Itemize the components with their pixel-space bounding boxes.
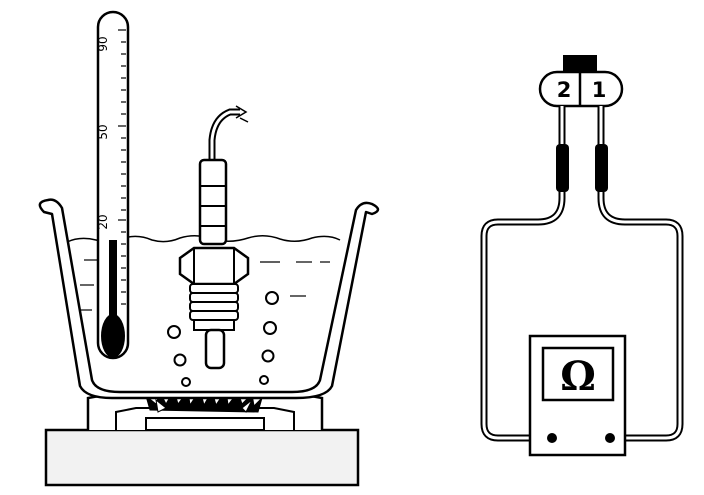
connector-latch	[563, 55, 597, 73]
measurement-circuit: 2 1 Ω	[480, 55, 684, 457]
connector-pin-2: 2	[557, 78, 572, 102]
sensor-body	[198, 158, 228, 246]
sensor-connector: 2 1	[538, 55, 624, 108]
connector-pin-1: 1	[592, 78, 607, 102]
thermometer-label-20: 20	[96, 214, 110, 229]
pot	[38, 198, 380, 400]
burner	[86, 392, 324, 431]
probe-left	[556, 144, 569, 192]
stand-base	[44, 428, 360, 487]
sensor-thread	[189, 283, 239, 321]
thermometer-scale	[118, 29, 126, 305]
sensor-cable	[208, 108, 240, 160]
ohmmeter-display	[541, 346, 615, 402]
heating-setup: 90 50 20	[38, 10, 380, 487]
thermometer: 90 50 20	[96, 10, 130, 360]
ohmmeter: Ω	[528, 334, 627, 457]
test-leads	[480, 106, 684, 442]
thermometer-label-90: 90	[96, 36, 110, 51]
sensor-tip	[204, 328, 226, 370]
ohm-symbol-icon: Ω	[560, 353, 596, 400]
ohmmeter-terminal-left	[547, 433, 557, 443]
ohmmeter-terminal-right	[605, 433, 615, 443]
temperature-sensor	[178, 105, 250, 370]
probe-right	[595, 144, 608, 192]
thermometer-mercury-column	[109, 240, 117, 320]
thermometer-bulb	[101, 314, 125, 358]
thermometer-label-50: 50	[96, 124, 110, 139]
sensor-hex-nut	[178, 246, 250, 286]
bubbles	[167, 291, 279, 387]
